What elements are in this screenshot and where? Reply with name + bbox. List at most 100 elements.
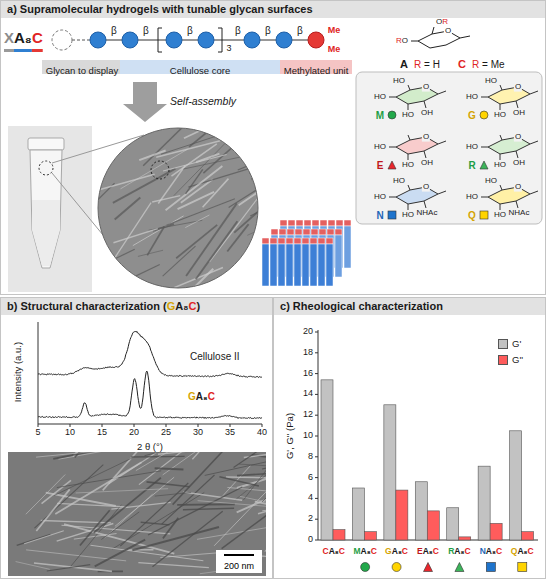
text-run: y	[231, 95, 236, 107]
text-run: o	[194, 65, 199, 76]
text-run: H	[466, 92, 472, 101]
text-run	[355, 300, 358, 312]
strand-cap	[319, 229, 326, 235]
text-run: s	[267, 3, 273, 15]
color-bar	[14, 49, 32, 52]
strand-body	[270, 244, 277, 286]
axis-tick: 2	[308, 514, 313, 524]
text-run: c	[358, 300, 364, 312]
text-run: 2	[303, 326, 308, 336]
text-run	[75, 65, 78, 76]
sugar-letter: E	[377, 160, 384, 171]
axis-tick: 40	[257, 428, 267, 438]
text-run: c	[105, 300, 111, 312]
text-run: a	[65, 65, 70, 76]
text-run: C	[402, 546, 408, 556]
text-run: 4	[257, 427, 262, 437]
bond	[500, 204, 501, 210]
fiber	[76, 489, 168, 493]
text-run: p	[101, 65, 106, 76]
glycan-placeholder	[52, 30, 72, 50]
text-run: A	[454, 546, 460, 556]
text-run: o	[314, 300, 321, 312]
text-run: 2	[224, 561, 229, 571]
bond	[432, 27, 434, 34]
text-run: H	[519, 158, 525, 167]
text-run: l	[183, 95, 185, 107]
text-run: a	[99, 300, 105, 312]
text-run: M	[376, 110, 384, 121]
fiber	[219, 477, 258, 486]
strand-cap	[262, 238, 269, 244]
text-run: e	[320, 65, 325, 76]
strand-cap	[286, 238, 293, 244]
sample-label: NA₈C	[480, 547, 502, 556]
fiber	[239, 86, 304, 135]
text-run: C	[339, 546, 345, 556]
zoom-marker	[39, 161, 53, 175]
text-run: (	[12, 361, 23, 364]
text-run: O	[380, 92, 386, 101]
text-run: '	[519, 354, 521, 365]
strand-cap	[278, 238, 285, 244]
text-run: y	[239, 3, 245, 15]
text-run: ₈	[25, 29, 32, 46]
text-run: M	[328, 25, 336, 35]
bar	[352, 488, 364, 540]
text-run: e	[292, 65, 297, 76]
fiber	[250, 114, 297, 174]
text-run: β	[187, 25, 193, 36]
text-run: l	[68, 3, 71, 15]
bond	[481, 97, 488, 98]
text-run: E	[377, 160, 384, 171]
legend-label: G'	[512, 338, 521, 350]
text-run: O	[399, 176, 405, 185]
text-run: l	[53, 65, 55, 76]
atom-label: HO	[402, 161, 414, 170]
text-run: ₈	[367, 546, 371, 556]
tick-mark	[262, 424, 263, 427]
text-run: 4	[308, 492, 313, 502]
text-run: l	[184, 65, 186, 76]
text-run: ₈	[183, 300, 188, 312]
text-run: β	[297, 25, 303, 36]
text-run: A	[392, 546, 398, 556]
fiber	[255, 502, 266, 515]
text-run: t	[317, 65, 320, 76]
text-run: i	[12, 374, 23, 376]
text-run: A	[175, 300, 183, 312]
text-run: )	[196, 300, 200, 312]
text-run: O	[472, 192, 478, 201]
bar	[427, 511, 439, 540]
strand-cap	[326, 238, 333, 244]
text-run: 0	[262, 427, 267, 437]
bond	[500, 185, 502, 190]
text-run: u	[52, 300, 59, 312]
glycan-symbol	[480, 211, 488, 219]
atom-label: O	[422, 183, 430, 192]
text-run: e	[197, 351, 203, 362]
bond	[389, 147, 396, 148]
text-run: O	[500, 160, 506, 169]
fiber	[178, 192, 215, 209]
text-run: '	[521, 354, 523, 365]
text-run: O	[399, 76, 405, 85]
axis-title: Intensity (a.u.)	[13, 342, 23, 402]
fiber	[133, 216, 184, 246]
text-run: H	[402, 210, 408, 219]
fiber	[148, 487, 242, 535]
legend-swatch	[498, 355, 508, 365]
axis-line	[38, 322, 262, 424]
text-run: h	[300, 65, 305, 76]
text-run: 0	[308, 430, 313, 440]
text-run: X	[4, 29, 14, 46]
text-run: β	[143, 25, 149, 36]
text-run: ₈	[461, 546, 465, 556]
methylated-unit	[308, 32, 324, 48]
atom-label: HO	[374, 93, 386, 102]
text-run: N	[376, 210, 383, 221]
text-run: E	[417, 546, 423, 556]
text-run: d	[119, 3, 126, 15]
bond	[516, 101, 518, 108]
text-run: 0	[308, 534, 313, 544]
